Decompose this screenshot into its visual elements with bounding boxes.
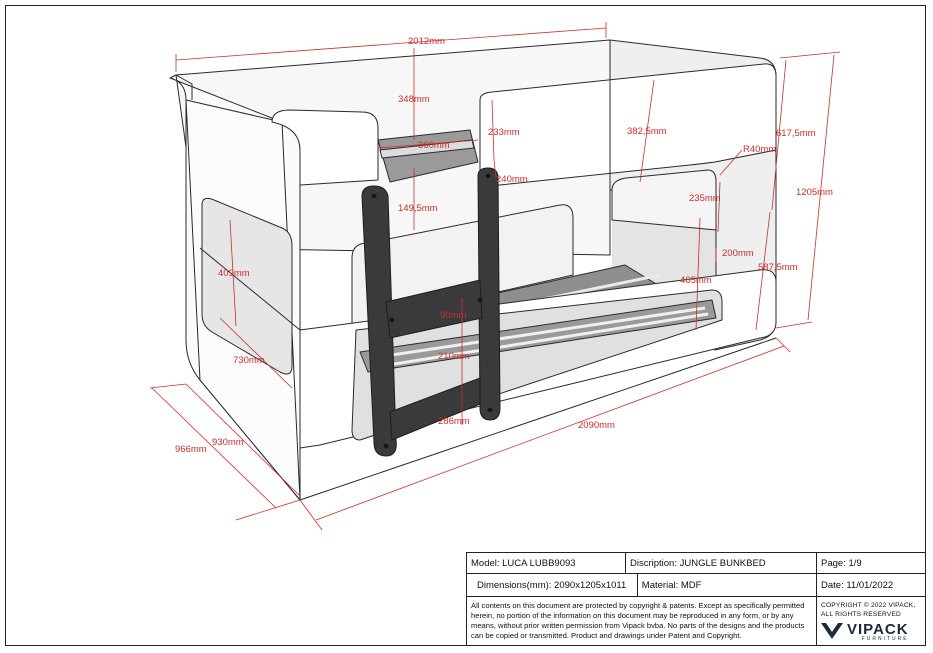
page-text: Page: 1/9 (821, 557, 862, 569)
dim-line-2090 (315, 345, 785, 521)
label-240: 240mm (496, 174, 528, 185)
label-2090: 2090mm (578, 420, 615, 431)
copyright-line-2: ALL RIGHTS RESERVED (821, 610, 902, 618)
title-block: Model: LUCA LUBB9093 Discription: JUNGLE… (466, 551, 926, 646)
page-cell: Page: 1/9 (816, 551, 926, 575)
dim-line-617-5 (771, 59, 787, 211)
material-text: Material: MDF (641, 579, 702, 591)
dim-line-360 (377, 139, 479, 149)
model-cell: Model: LUCA LUBB9093 (466, 551, 626, 575)
logo-text: VIPACK (847, 620, 909, 638)
ladder-right-rail (477, 167, 501, 421)
lower-inner-wall (351, 204, 574, 326)
dimensions-cell: Dimensions(mm): 2090x1205x1011 (466, 573, 638, 598)
ladder-bolt (389, 317, 395, 323)
date-cell: Date: 11/01/2022 (816, 573, 926, 598)
bed-body (169, 39, 777, 501)
label-730: 730mm (233, 355, 265, 366)
label-210: 210mm (438, 351, 470, 362)
upper-front-left-post (271, 109, 379, 186)
label-149-5: 149,5mm (398, 203, 438, 214)
vipack-logo-mark-icon (821, 623, 843, 640)
ladder-lower-rung (389, 377, 481, 441)
dim-line-240 (493, 159, 497, 179)
label-382-5: 382,5mm (627, 126, 667, 137)
dim-line-382-5 (639, 79, 655, 183)
vipack-logo: VIPACK FURNITURE (821, 621, 921, 642)
copyright-line-1: COPYRIGHT © 2022 VIPACK, (821, 601, 916, 609)
logo-cell: COPYRIGHT © 2022 VIPACK, ALL RIGHTS RESE… (816, 596, 926, 646)
label-235: 235mm (689, 193, 721, 204)
ladder-bolt (485, 173, 491, 179)
model-text: Model: LUCA LUBB9093 (471, 557, 576, 569)
dim-line-465 (695, 217, 701, 331)
dim-line-966 (151, 387, 277, 509)
dim-line-409 (229, 219, 237, 327)
label-1205: 1205mm (796, 187, 833, 198)
dim-line-233 (491, 99, 495, 161)
label-286: 286mm (438, 416, 470, 427)
ladder-bolt (487, 407, 493, 413)
dim-line-2012 (175, 27, 607, 61)
dim-line-587-5 (755, 211, 771, 331)
ladder-bolt (383, 443, 389, 449)
date-text: Date: 11/01/2022 (821, 579, 894, 591)
dimension-lines (149, 22, 841, 531)
label-930: 930mm (212, 437, 244, 448)
left-end-edge (169, 74, 193, 100)
copyright-notice-cell: All contents on this document are protec… (466, 596, 817, 646)
label-360: 360mm (418, 140, 450, 151)
label-2012: 2012mm (408, 36, 445, 47)
material-cell: Material: MDF (636, 573, 818, 598)
label-587-5: 587,5mm (758, 262, 798, 273)
ladder (361, 167, 501, 457)
label-r40: R40mm (743, 144, 776, 155)
dim-line-235 (717, 181, 721, 233)
label-200: 200mm (722, 248, 754, 259)
dim-line-r40 (719, 149, 743, 176)
dimensions-text: Dimensions(mm): 2090x1205x1011 (477, 579, 627, 591)
dim-line-930 (185, 383, 301, 497)
label-409: 409mm (218, 268, 250, 279)
description-text: Discription: JUNGLE BUNKBED (630, 557, 766, 569)
front-rail-window (611, 169, 717, 231)
label-233: 233mm (488, 127, 520, 138)
ladder-upper-rung (385, 279, 483, 339)
ladder-left-rail (361, 185, 397, 457)
label-90: 90mm (440, 310, 466, 321)
ladder-bolt (371, 193, 377, 199)
description-cell: Discription: JUNGLE BUNKBED (625, 551, 817, 575)
label-617-5: 617,5mm (776, 128, 816, 139)
dim-line-1205 (807, 54, 835, 321)
sheet-border (5, 5, 926, 646)
logo-subtext: FURNITURE (861, 635, 909, 642)
label-966: 966mm (175, 444, 207, 455)
dim-line-730 (219, 317, 293, 389)
copyright-notice: All contents on this document are protec… (471, 601, 805, 641)
label-465: 465mm (680, 275, 712, 286)
label-348: 348mm (398, 94, 430, 105)
ladder-bolt (477, 297, 483, 303)
lower-front-slats (371, 306, 709, 368)
dimension-labels: 2012mm 348mm 360mm 233mm 240mm 149,5mm 3… (175, 36, 833, 455)
